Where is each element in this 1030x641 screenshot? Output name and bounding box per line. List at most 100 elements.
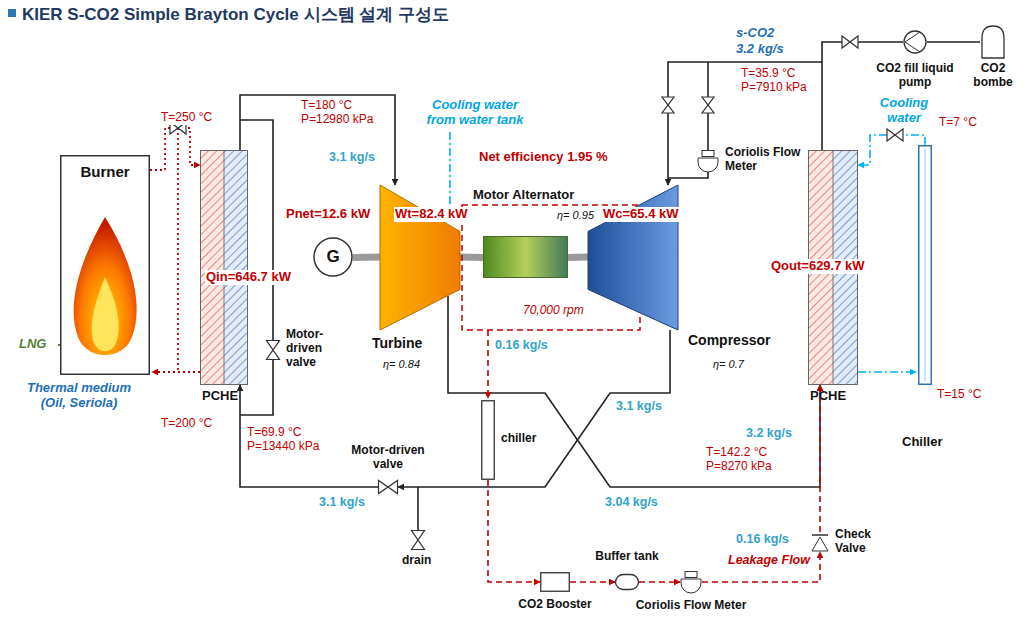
- annotation-label: Net efficiency 1.95 %: [478, 150, 609, 165]
- pipe-connector: [240, 95, 395, 185]
- valve-symbol: [170, 36, 903, 141]
- green-symbol: [483, 236, 568, 278]
- annotation-label: η= 0.7: [712, 358, 745, 371]
- thermal-oil-line: [152, 371, 200, 373]
- coriolis-symbol: [685, 572, 697, 578]
- node-label: Check Valve: [835, 528, 891, 556]
- node-label: Chiller: [902, 435, 942, 450]
- drain-valve: drain: [411, 530, 425, 550]
- annotation-label: η= 0.95: [556, 209, 595, 222]
- annotation-label: 3.1 kg/s: [615, 399, 663, 413]
- cooling-water-line: [858, 371, 916, 373]
- pump-symbol: [903, 30, 927, 54]
- pipe-connector: [150, 128, 200, 170]
- annotation-label: T=250 °C: [160, 111, 213, 125]
- leakage-line: [487, 330, 489, 398]
- pche-symbol: [224, 150, 225, 385]
- motor-valve: Motor- driven valve: [266, 340, 280, 360]
- annotation-label: 3.04 kg/s: [604, 495, 659, 509]
- valveH-symbol: [378, 480, 398, 494]
- bombe-symbol: [982, 26, 1004, 58]
- pump-symbol: [904, 31, 926, 53]
- tube-symbol: [482, 401, 495, 480]
- node-label: Motor- driven valve: [286, 328, 338, 369]
- leakage-line: [487, 330, 489, 398]
- node-label: Buffer tank: [592, 550, 662, 564]
- booster: CO2 Booster: [540, 572, 570, 592]
- column-symbol: [925, 149, 926, 381]
- annotation-label: T=35.9 °C: [740, 67, 797, 81]
- pipe-connector: [460, 254, 483, 262]
- burner-symbol: [74, 217, 137, 355]
- bombe-symbol: [980, 26, 1006, 58]
- coriolis-symbol: [697, 150, 719, 172]
- burner-symbol: [92, 277, 119, 351]
- annotation-label: T=15 °C: [936, 388, 982, 402]
- pipe-connector: [668, 62, 822, 185]
- annotation-label: LNG: [18, 337, 47, 352]
- annotation-label: 70,000 rpm: [522, 304, 585, 318]
- coriolis-symbol: [681, 579, 701, 593]
- box-symbol: [541, 573, 570, 592]
- annotation-label: P=12980 kPa: [300, 113, 374, 127]
- annotation-label: 0.16 kg/s: [735, 532, 790, 546]
- annotation-label: 0.16 kg/s: [494, 338, 549, 352]
- pipe-connector: [448, 330, 820, 487]
- node-label: Coriolis Flow Meter: [635, 599, 747, 613]
- node-label: Motor-driven valve: [340, 444, 436, 472]
- valve-symbol: [702, 97, 714, 113]
- valveV-symbol: [266, 340, 280, 360]
- valveV-symbol: [411, 530, 425, 550]
- burner-symbol: [61, 156, 150, 375]
- tank-symbol: [615, 574, 639, 590]
- annotation-label: 3.1 kg/s: [328, 150, 376, 164]
- node-label: Compressor: [688, 332, 770, 348]
- pche-symbol: [200, 150, 248, 385]
- check-valve: Check Valve: [811, 532, 829, 552]
- generator-circle: G: [313, 237, 353, 277]
- annotation-label: T=200 °C: [160, 417, 213, 431]
- title-bullet: [8, 9, 16, 17]
- flow-meter: Coriolis Flow Meter: [697, 150, 719, 172]
- annotation-label: Wt=82.4 kW: [394, 207, 469, 222]
- node-label: PCHE: [202, 389, 238, 404]
- valve-symbol: [842, 36, 858, 48]
- pipe-connector: [353, 254, 380, 262]
- pipe-connector: [488, 480, 540, 582]
- check-symbol: [812, 534, 828, 536]
- node-label: Burner: [60, 163, 150, 180]
- cooling-water-line: [450, 132, 460, 215]
- annotation-label: P=8270 kPa: [705, 460, 773, 474]
- valveV-symbol: [267, 341, 280, 360]
- annotation-label: 3.2 kg/s: [745, 426, 793, 440]
- pipe-connector: [568, 254, 588, 262]
- diagram-title: KIER S-CO2 Simple Brayton Cycle 시스템 설계 구…: [22, 3, 449, 26]
- heat-exchanger: PCHE: [200, 150, 248, 385]
- node-label: Coriolis Flow Meter: [725, 146, 803, 174]
- pche-symbol: [200, 150, 224, 385]
- annotation-label: Qout=629.7 kW: [770, 259, 866, 274]
- coriolis-symbol: [680, 571, 702, 593]
- coriolis-symbol: [702, 151, 714, 157]
- column-symbol: [918, 145, 932, 385]
- pipe-connector: [819, 385, 821, 532]
- pche-symbol: [201, 151, 248, 385]
- pipe-connector: [702, 552, 820, 582]
- annotation-label: P=7910 kPa: [740, 81, 808, 95]
- pipe-connector: [570, 581, 615, 583]
- pipe-connector: [858, 135, 925, 165]
- co2-pipe: [447, 296, 449, 330]
- pump-symbol: [905, 32, 920, 52]
- box-symbol: [540, 572, 570, 592]
- valveV-symbol: [412, 531, 425, 550]
- node-label: CO2 fill liquid pump: [871, 62, 959, 90]
- pipe-connector: [398, 330, 670, 487]
- thermal-oil-line: [152, 128, 200, 372]
- pipe-connector: [240, 385, 378, 487]
- node-label: CO2 bombe: [972, 62, 1014, 90]
- pipe-connector: [927, 41, 980, 43]
